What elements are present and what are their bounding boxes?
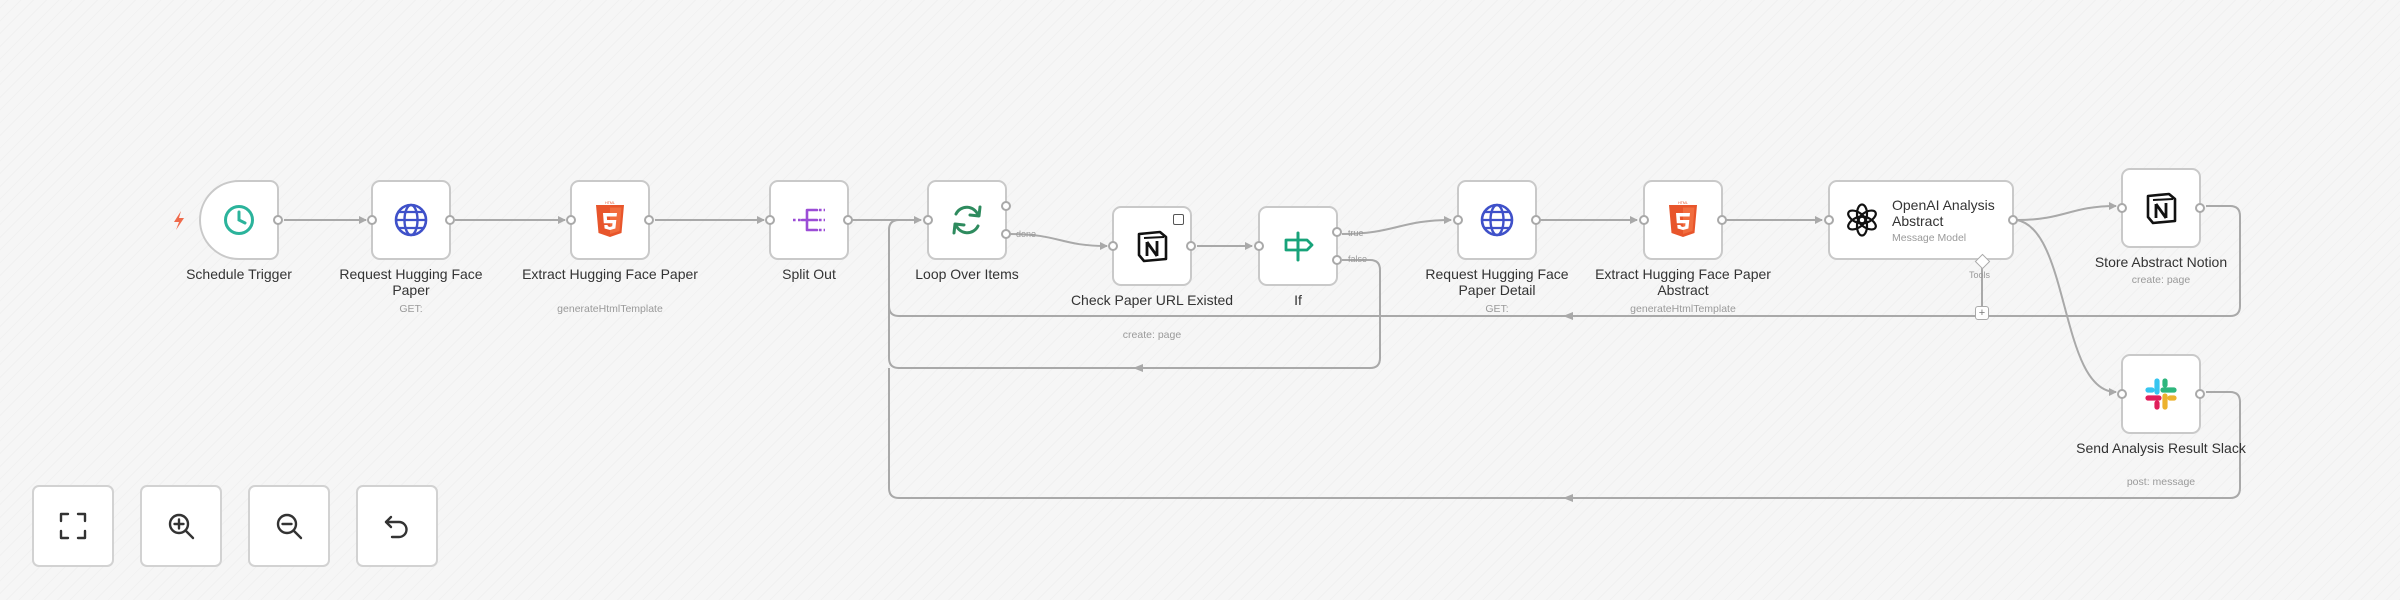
notion-icon — [1137, 230, 1168, 263]
node-split-out[interactable] — [765, 180, 853, 260]
back-arrow-1 — [1133, 364, 1143, 372]
node-check-paper[interactable] — [1108, 206, 1196, 286]
reset-zoom-button[interactable] — [356, 485, 438, 567]
zoom-in-icon — [168, 513, 195, 540]
slack-icon — [2145, 378, 2177, 410]
html5-icon: HTML — [1669, 201, 1697, 237]
output-handle[interactable] — [445, 215, 455, 225]
node-loop-over-items[interactable] — [923, 180, 1011, 260]
fit-view-button[interactable] — [32, 485, 114, 567]
globe-icon — [1480, 203, 1514, 237]
loop-icon — [952, 205, 982, 235]
node-label: Loop Over Items — [915, 266, 1019, 282]
node-label: Extract Hugging Face Paper Abstract — [1595, 266, 1771, 298]
node-subtitle: GET: — [399, 303, 423, 315]
node-subtitle: generateHtmlTemplate — [1630, 303, 1736, 315]
node-label: OpenAI Analysis Abstract — [1892, 196, 1995, 229]
openai-icon — [1847, 203, 1877, 237]
port-label-true: true — [1348, 228, 1364, 238]
node-extract-paper[interactable]: HTML — [566, 180, 654, 260]
signpost-icon — [1284, 231, 1314, 262]
clock-icon — [224, 205, 254, 235]
input-handle[interactable] — [765, 215, 775, 225]
svg-text:HTML: HTML — [605, 201, 615, 205]
port-label-tools: Tools — [1969, 270, 1991, 280]
input-handle[interactable] — [2117, 203, 2127, 213]
node-if[interactable] — [1254, 206, 1342, 286]
node-subtitle: Message Model — [1892, 231, 1967, 244]
output-handle[interactable] — [2195, 389, 2205, 399]
input-handle[interactable] — [1639, 215, 1649, 225]
port-label-false: false — [1348, 254, 1368, 264]
input-handle[interactable] — [566, 215, 576, 225]
node-store-notion[interactable] — [2117, 168, 2205, 248]
output-handle[interactable] — [843, 215, 853, 225]
false-output-handle[interactable] — [1332, 255, 1342, 265]
expand-icon — [1173, 214, 1184, 225]
back-arrow-3 — [1563, 494, 1573, 502]
input-handle[interactable] — [367, 215, 377, 225]
output-handle[interactable] — [273, 215, 283, 225]
node-label: Request Hugging Face Paper — [339, 266, 483, 298]
trigger-bolt-icon — [174, 211, 184, 230]
node-label: Schedule Trigger — [186, 266, 292, 282]
node-label: If — [1294, 292, 1302, 308]
node-subtitle: GET: — [1485, 303, 1509, 315]
zoom-out-button[interactable] — [248, 485, 330, 567]
input-handle[interactable] — [1453, 215, 1463, 225]
edge-slack-loop — [888, 368, 2241, 499]
undo-icon — [384, 515, 408, 539]
notion-icon — [2146, 192, 2177, 225]
globe-icon — [394, 203, 428, 237]
node-label: Split Out — [782, 266, 836, 282]
svg-text:HTML: HTML — [1678, 201, 1688, 205]
input-handle[interactable] — [1824, 215, 1834, 225]
zoom-in-button[interactable] — [140, 485, 222, 567]
output-handle[interactable] — [1186, 241, 1196, 251]
input-handle[interactable] — [1254, 241, 1264, 251]
node-label: Store Abstract Notion — [2094, 254, 2228, 270]
edge-openai-slack — [2016, 219, 2117, 396]
zoom-out-icon — [276, 513, 303, 540]
node-schedule-trigger[interactable] — [199, 180, 283, 260]
node-label: Request Hugging Face Paper Detail — [1425, 266, 1569, 298]
node-subtitle: generateHtmlTemplate — [557, 303, 663, 315]
input-handle[interactable] — [923, 215, 933, 225]
node-send-slack[interactable] — [2117, 354, 2205, 434]
node-request-detail[interactable] — [1453, 180, 1541, 260]
node-extract-abstract[interactable]: HTML — [1639, 180, 1727, 260]
output-handle[interactable] — [1717, 215, 1727, 225]
output-handle[interactable] — [2195, 203, 2205, 213]
fit-view-icon — [59, 512, 87, 540]
edge-openai-store — [2016, 202, 2117, 221]
node-subtitle: create: page — [1122, 329, 1182, 341]
node-label: Send Analysis Result Slack — [2076, 440, 2246, 456]
node-subtitle: create: page — [2131, 274, 2191, 286]
output-handle[interactable] — [1531, 215, 1541, 225]
output-handle[interactable] — [644, 215, 654, 225]
port-label-done: done — [1016, 229, 1037, 239]
node-subtitle: post: message — [2126, 476, 2196, 488]
output-handle[interactable] — [2008, 215, 2018, 225]
node-openai-analysis[interactable]: OpenAI Analysis Abstract Message Model — [1824, 180, 2018, 260]
loop-output-handle[interactable] — [1001, 201, 1011, 211]
input-handle[interactable] — [1108, 241, 1118, 251]
node-label: Check Paper URL Existed — [1070, 292, 1234, 308]
html5-icon: HTML — [596, 201, 624, 237]
node-label: Extract Hugging Face Paper — [522, 266, 698, 282]
input-handle[interactable] — [2117, 389, 2127, 399]
node-request-paper[interactable] — [367, 180, 455, 260]
add-tool-button[interactable]: + — [1975, 306, 1989, 320]
true-output-handle[interactable] — [1332, 227, 1342, 237]
done-output-handle[interactable] — [1001, 229, 1011, 239]
split-icon — [793, 208, 825, 232]
